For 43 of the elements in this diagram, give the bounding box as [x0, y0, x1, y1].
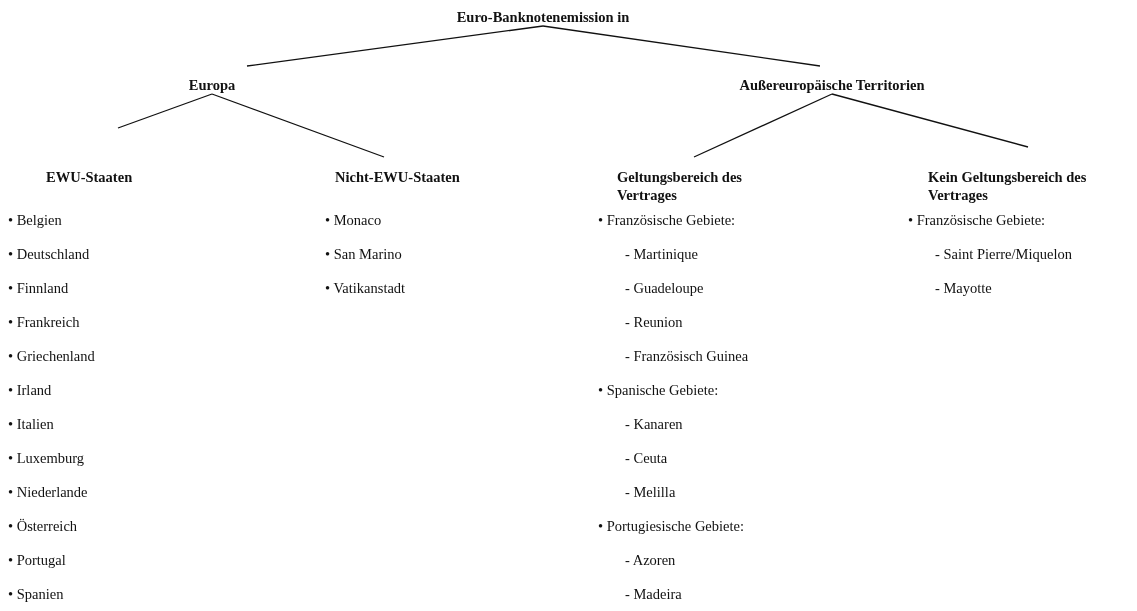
sub-list-item: - Guadeloupe	[625, 279, 704, 298]
connector-line	[831, 93, 1029, 148]
list-item: • Französische Gebiete:	[598, 211, 736, 230]
sub-list-item: - Französisch Guinea	[625, 347, 749, 366]
sub-list-item: - Ceuta	[625, 449, 668, 468]
heading-text: Außereuropäische Territorien	[738, 76, 926, 94]
sub-list-item: - Reunion	[625, 313, 683, 332]
heading-text: Euro-Banknotenemission in	[455, 8, 631, 26]
list-item: • Monaco	[325, 211, 382, 230]
connector-line	[246, 25, 544, 67]
sub-list-item: - Melilla	[625, 483, 676, 502]
list-item: • Griechenland	[8, 347, 95, 366]
heading-text: Kein Geltungsbereich des Vertrages	[928, 168, 1088, 204]
sub-list-item: - Azoren	[625, 551, 676, 570]
list-item: • Portugal	[8, 551, 66, 570]
list-item: • Österreich	[8, 517, 78, 536]
connector-line	[117, 93, 213, 129]
list-item: • Finnland	[8, 279, 69, 298]
heading-text: Geltungsbereich des Vertrages	[617, 168, 743, 204]
list-item: • Belgien	[8, 211, 62, 230]
list-item: • Portugiesische Gebiete:	[598, 517, 744, 536]
list-item: • Irland	[8, 381, 52, 400]
list-item: • Spanien	[8, 585, 64, 604]
connector-line	[542, 25, 821, 67]
list-item: • San Marino	[325, 245, 402, 264]
list-item: • Französische Gebiete:	[908, 211, 1046, 230]
sub-list-item: - Kanaren	[625, 415, 683, 434]
sub-list-item: - Saint Pierre/Miquelon	[935, 245, 1072, 264]
list-item: • Frankreich	[8, 313, 80, 332]
list-item: • Luxemburg	[8, 449, 85, 468]
list-item: • Vatikanstadt	[325, 279, 406, 298]
heading-text: Nicht-EWU-Staaten	[335, 168, 461, 186]
sub-list-item: - Martinique	[625, 245, 698, 264]
connector-line	[211, 93, 385, 158]
sub-list-item: - Madeira	[625, 585, 682, 604]
list-item: • Italien	[8, 415, 54, 434]
list-item: • Niederlande	[8, 483, 88, 502]
heading-text: Europa	[187, 76, 237, 94]
heading-text: EWU-Staaten	[46, 168, 134, 186]
list-item: • Deutschland	[8, 245, 90, 264]
connector-line	[693, 93, 833, 158]
sub-list-item: - Mayotte	[935, 279, 992, 298]
list-item: • Spanische Gebiete:	[598, 381, 719, 400]
